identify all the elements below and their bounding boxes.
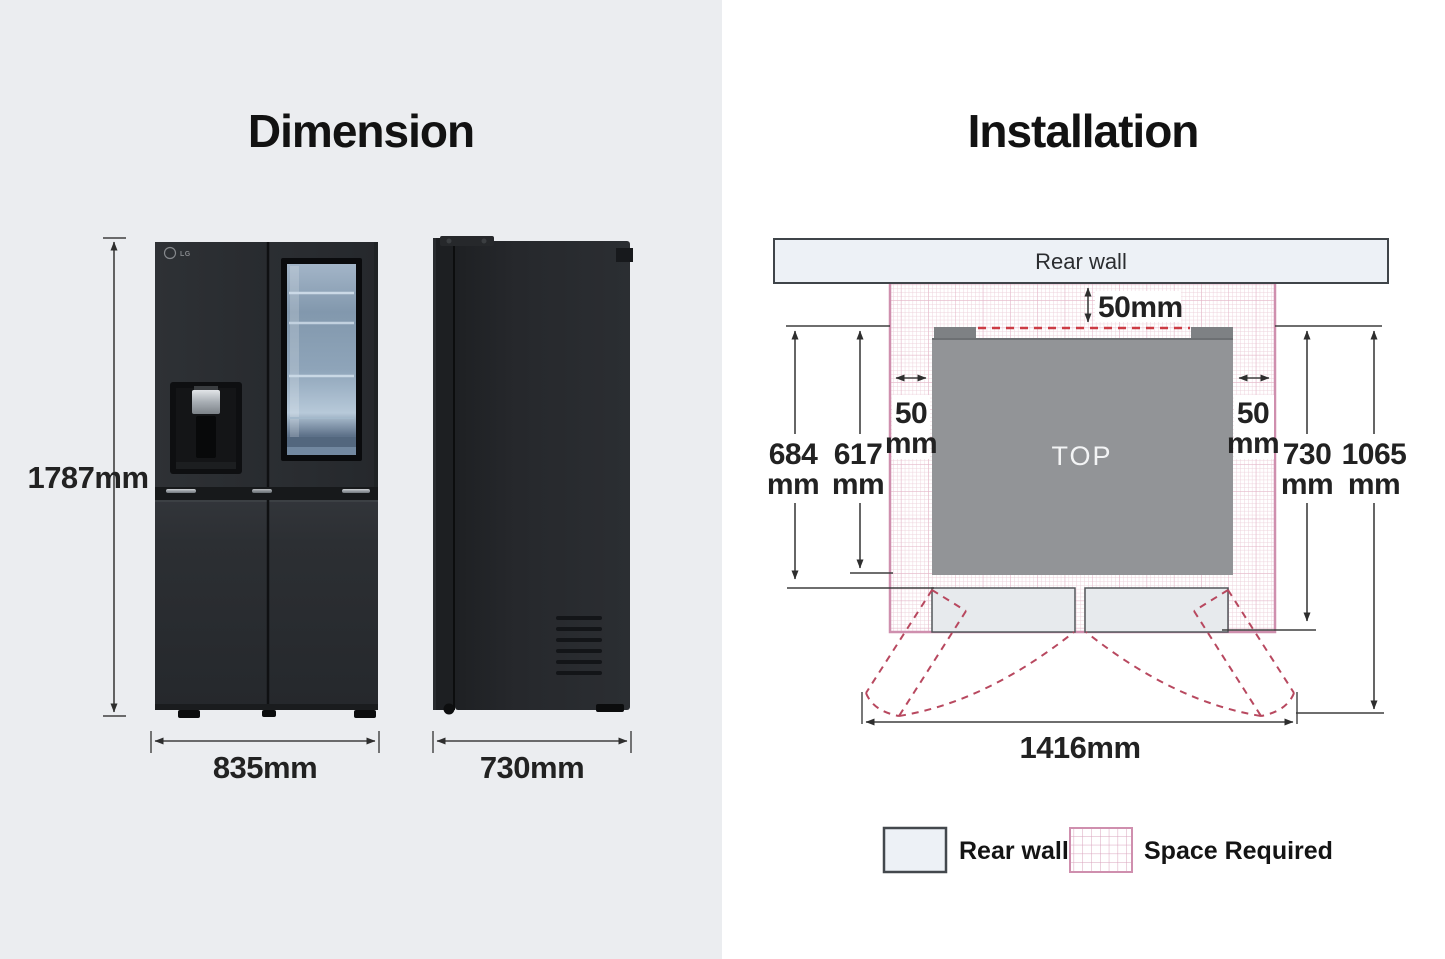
water-dispenser [170, 382, 242, 474]
depth-1065-value: 1065 [1342, 438, 1407, 471]
side-top-step [616, 248, 633, 262]
lower-doors [155, 500, 378, 710]
depth-684-value: 684 [769, 438, 818, 471]
center-hinge-band [155, 487, 378, 500]
left-clearance-dimension [892, 374, 930, 459]
installation-title: Installation [968, 105, 1199, 157]
depth-617-unit: mm [832, 468, 884, 501]
lg-logo: LG [163, 246, 191, 260]
side-door-edge [433, 238, 453, 710]
fridge-feet [178, 710, 376, 718]
legend [882, 826, 1133, 874]
legend-space-required-label: Space Required [1144, 837, 1333, 865]
total-width-dimension [861, 692, 1298, 726]
svg-text:LG: LG [180, 251, 191, 258]
instaview-window [281, 258, 362, 461]
door-swing-arcs [865, 589, 1295, 717]
depth-684-dimension [786, 325, 934, 589]
depth-730-unit: mm [1281, 468, 1333, 501]
left-clearance-value: 50 [895, 397, 927, 430]
left-door-plan [931, 587, 1076, 633]
depth-1065-dimension [1296, 330, 1384, 714]
depth-617-value: 617 [834, 438, 883, 471]
fridge-side-view [433, 236, 633, 715]
left-hinge-block [934, 327, 976, 339]
legend-rear-wall-swatch [882, 826, 948, 874]
right-door-plan [1084, 587, 1229, 633]
width-label: 835mm [213, 750, 317, 785]
dimension-title: Dimension [248, 105, 474, 157]
side-feet [443, 703, 624, 715]
depth-1065-unit: mm [1348, 468, 1400, 501]
depth-730-value: 730 [1283, 438, 1332, 471]
fridge-top-view: TOP [931, 326, 1233, 633]
right-clearance-unit: mm [1227, 427, 1279, 460]
depth-684-unit: mm [767, 468, 819, 501]
rear-wall-box [773, 238, 1389, 284]
right-hinge-block [1191, 327, 1233, 339]
depth-dimension-line [432, 731, 632, 753]
left-clearance-unit: mm [885, 427, 937, 460]
depth-617-dimension [850, 330, 893, 574]
height-label: 1787mm [27, 460, 148, 495]
rear-clearance-label: 50mm [1098, 291, 1183, 324]
depth-730-dimension [1222, 325, 1382, 631]
depth-label: 730mm [480, 750, 584, 785]
top-view-label: TOP [1051, 441, 1112, 471]
right-clearance-value: 50 [1237, 397, 1269, 430]
fridge-front-view: LG [155, 242, 378, 718]
legend-rear-wall-label: Rear wall [959, 837, 1069, 865]
right-clearance-dimension [1234, 374, 1274, 459]
top-hinge-cover [440, 236, 494, 246]
rear-wall-box-label: Rear wall [1035, 249, 1127, 274]
total-width-label: 1416mm [1019, 730, 1140, 765]
height-dimension-line [103, 237, 126, 717]
width-dimension-line [150, 731, 380, 753]
side-vents [556, 616, 602, 675]
rear-clearance-dimension [1084, 287, 1181, 323]
